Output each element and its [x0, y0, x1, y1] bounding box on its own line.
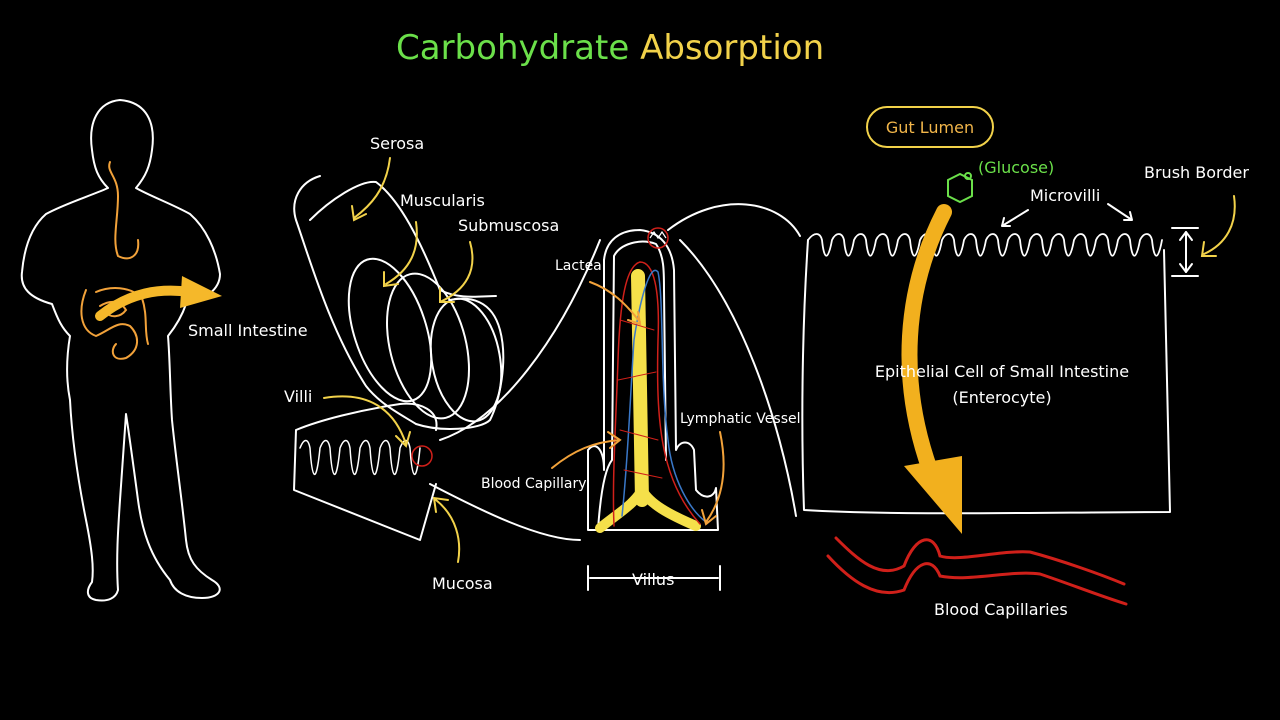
label-muscularis: Muscularis [400, 191, 485, 210]
label-lacteal: Lacteal [555, 258, 606, 274]
muscularis-pointer [383, 221, 418, 288]
brush-border-arrowhead-down [1179, 263, 1193, 273]
submucosa-pointer [439, 241, 474, 303]
microvilli-zoom-marker [647, 227, 669, 249]
label-microvilli: Microvilli [1030, 186, 1101, 205]
microvilli-pointer-right [1107, 203, 1133, 221]
title-part-carbohydrate: Carbohydrate [396, 28, 630, 68]
villus-blood-capillary-red [612, 261, 701, 527]
label-blood-capillary: Blood Capillary [481, 476, 587, 492]
brush-border-arrowhead-up [1179, 231, 1193, 241]
label-blood-capillaries: Blood Capillaries [934, 600, 1068, 619]
microvilli-border [807, 233, 1163, 257]
villus-outline [587, 229, 719, 531]
villi-pointer [323, 395, 411, 448]
zoom-connector-top [439, 239, 601, 441]
microvilli-tip-detail [649, 230, 667, 240]
label-glucose: (Glucose) [978, 158, 1055, 177]
villi-fringe [299, 439, 421, 475]
mucosa-pointer [432, 496, 461, 563]
lacteal-pointer [589, 281, 642, 326]
villus-zoom-marker [411, 445, 433, 467]
intestine-lumen [429, 297, 503, 423]
villus-capillary-crosslinks [617, 319, 663, 479]
glucose-absorption-arrow [901, 204, 962, 534]
zoom-connector-bottom [429, 483, 581, 541]
enterocyte-cell-outline [801, 239, 1171, 515]
label-enterocyte: (Enterocyte) [952, 388, 1052, 407]
lacteal-base [595, 479, 701, 533]
title-part-absorption: Absorption [640, 28, 825, 68]
lymphatic-vessel-pointer [701, 431, 725, 526]
microvilli-pointer-left [1001, 209, 1029, 227]
label-epithelial-cell: Epithelial Cell of Small Intestine [874, 362, 1130, 381]
villus-capillary-blue [621, 269, 707, 523]
blood-capillary-upper [834, 536, 1126, 586]
label-lymphatic-vessel: Lymphatic Vessel [680, 411, 801, 427]
intestine-muscularis-ring [347, 257, 433, 403]
label-mucosa: Mucosa [432, 574, 493, 593]
brush-border-pointer [1200, 195, 1236, 257]
label-villi: Villi [284, 387, 313, 406]
zoom-connector-villus-bottom [679, 239, 797, 517]
label-gut-lumen: Gut Lumen [885, 117, 975, 137]
villus-inner-outline [597, 240, 667, 531]
intestine-outer-tube [293, 175, 505, 430]
zoom-connector-villus-top [667, 203, 801, 237]
label-small-intestine: Small Intestine [188, 321, 308, 340]
esophagus-stomach [108, 161, 140, 260]
gut-lumen-badge: Gut Lumen [866, 106, 994, 148]
label-submuscosa: Submuscosa [458, 216, 560, 235]
intestine-inner-tube [309, 180, 497, 298]
page-title: Carbohydrate Absorption [396, 28, 824, 69]
blood-capillary-pointer [551, 431, 622, 469]
blood-capillary-lower [826, 554, 1128, 606]
label-serosa: Serosa [370, 134, 425, 153]
small-intestine-arrow [95, 276, 222, 321]
mucosa-block-outline [293, 402, 438, 541]
label-brush-border: Brush Border [1144, 163, 1249, 182]
serosa-pointer [351, 157, 391, 222]
label-villus: Villus [632, 570, 675, 589]
glucose-molecule-icon [947, 172, 973, 204]
human-silhouette [20, 99, 221, 602]
intestine-submucosa-ring [386, 272, 470, 420]
